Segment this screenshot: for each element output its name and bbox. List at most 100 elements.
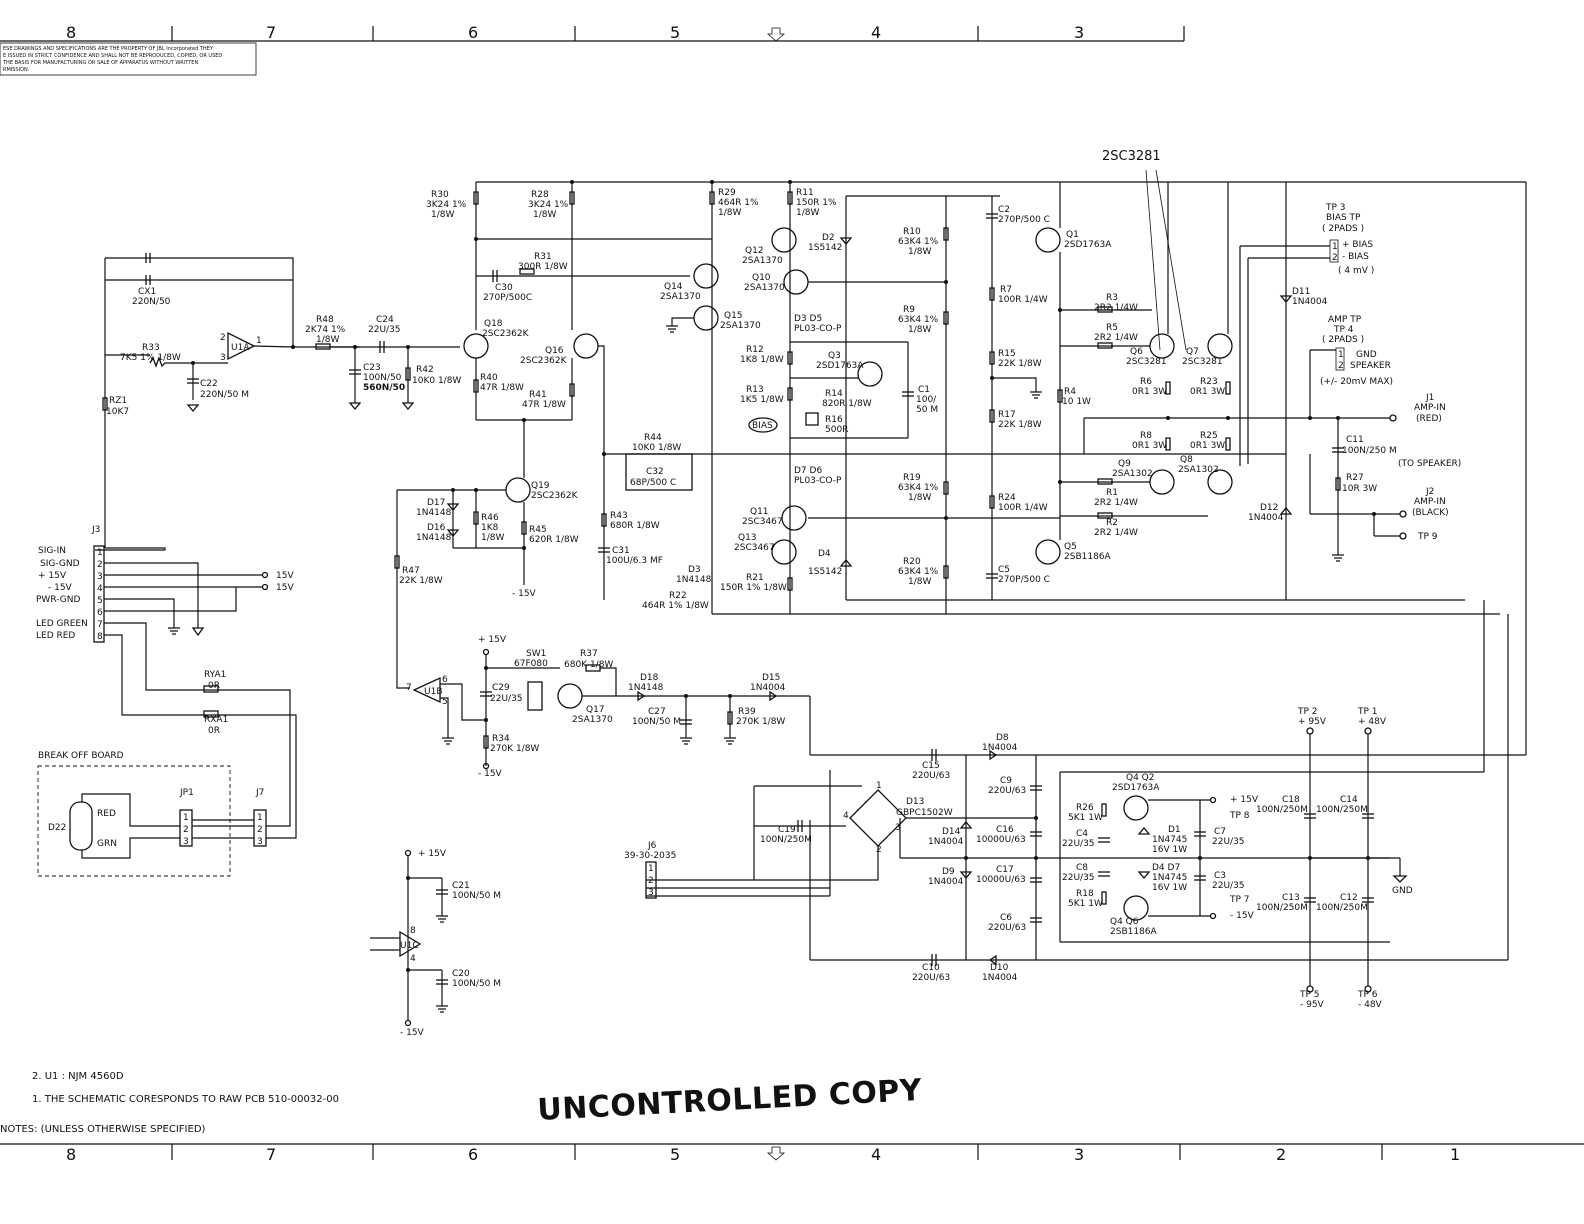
q16-transistor-symbol bbox=[573, 333, 599, 359]
bias-adjust-symbol bbox=[748, 417, 778, 433]
plus15-net: 15V bbox=[276, 571, 294, 581]
sw1-switch-symbol[interactable] bbox=[527, 681, 543, 711]
svg-text:1: 1 bbox=[97, 548, 103, 558]
svg-text:Q12: Q12 bbox=[745, 246, 764, 256]
svg-text:1/8W: 1/8W bbox=[908, 247, 931, 257]
svg-text:2SD1763A: 2SD1763A bbox=[1112, 783, 1160, 793]
zone-bottom-8: 1 bbox=[1450, 1145, 1460, 1164]
output-stage-section: C2 270P/500 C Q1 2SD1763A R7 100R 1/4W R… bbox=[986, 182, 1390, 600]
tp4-amp-label: AMP TP bbox=[1328, 315, 1362, 325]
svg-text:3: 3 bbox=[220, 353, 226, 363]
svg-text:22U/35: 22U/35 bbox=[1062, 873, 1095, 883]
svg-text:67F080: 67F080 bbox=[514, 659, 548, 669]
uncontrolled-copy-watermark: UNCONTROLLED COPY bbox=[537, 1073, 924, 1128]
zone-bottom-4: 5 bbox=[670, 1145, 680, 1164]
svg-text:R24: R24 bbox=[998, 493, 1016, 503]
d22-led-symbol bbox=[69, 801, 93, 851]
q17-transistor-symbol bbox=[557, 683, 583, 709]
svg-text:2SB1186A: 2SB1186A bbox=[1064, 552, 1112, 562]
svg-text:R15: R15 bbox=[998, 349, 1016, 359]
tp6-label: TP 6 bbox=[1357, 990, 1378, 1000]
svg-text:270K 1/8W: 270K 1/8W bbox=[736, 717, 785, 727]
prot-plus15: + 15V bbox=[478, 635, 507, 645]
svg-text:R19: R19 bbox=[903, 473, 921, 483]
tp8-rail: + 15V bbox=[1230, 795, 1259, 805]
svg-text:100N/50: 100N/50 bbox=[363, 373, 402, 383]
svg-text:270P/500C: 270P/500C bbox=[483, 293, 532, 303]
tp9-label: TP 9 bbox=[1417, 532, 1438, 542]
svg-text:C19: C19 bbox=[778, 825, 796, 835]
svg-text:Q11: Q11 bbox=[750, 507, 769, 517]
to-speaker-label: (TO SPEAKER) bbox=[1398, 459, 1461, 469]
tp2-terminal[interactable] bbox=[1306, 727, 1314, 735]
red-wire-label: RED bbox=[97, 809, 116, 819]
svg-text:Q18: Q18 bbox=[484, 319, 503, 329]
j3-plus15: + 15V bbox=[38, 571, 67, 581]
svg-text:1/8W: 1/8W bbox=[796, 208, 819, 218]
svg-text:10R 3W: 10R 3W bbox=[1342, 484, 1377, 494]
svg-text:560N/50: 560N/50 bbox=[363, 383, 405, 393]
svg-text:D15: D15 bbox=[762, 673, 780, 683]
bias-resistor-network: R10 63K4 1% 1/8W R9 63K4 1% 1/8W R19 63K… bbox=[808, 196, 1060, 614]
svg-text:2: 2 bbox=[97, 560, 103, 570]
j3-led-green: LED GREEN bbox=[36, 619, 88, 629]
svg-text:R45: R45 bbox=[529, 525, 547, 535]
j1-terminal[interactable] bbox=[1389, 414, 1397, 422]
svg-text:100N/50 M: 100N/50 M bbox=[452, 979, 501, 989]
svg-text:2SA1370: 2SA1370 bbox=[660, 292, 701, 302]
tp6-terminal[interactable] bbox=[1364, 985, 1372, 993]
r33-ref: R33 bbox=[142, 343, 160, 353]
j3-minus15: - 15V bbox=[48, 583, 73, 593]
svg-text:1N4745: 1N4745 bbox=[1152, 835, 1187, 845]
u1a-opamp-symbol bbox=[227, 331, 256, 361]
svg-text:R21: R21 bbox=[746, 573, 764, 583]
svg-text:C27: C27 bbox=[648, 707, 666, 717]
svg-text:6: 6 bbox=[442, 675, 448, 685]
svg-text:1: 1 bbox=[648, 864, 654, 874]
tp7-label: TP 7 bbox=[1229, 895, 1250, 905]
svg-text:RXA1: RXA1 bbox=[204, 715, 228, 725]
svg-text:500R: 500R bbox=[825, 425, 848, 435]
tp1-terminal[interactable] bbox=[1364, 727, 1372, 735]
tp1-label: TP 1 bbox=[1357, 707, 1378, 717]
tp7-terminal[interactable] bbox=[1209, 912, 1217, 920]
cx1-val: 220N/50 bbox=[132, 297, 171, 307]
svg-text:0R1 3W: 0R1 3W bbox=[1190, 441, 1225, 451]
tp4-pads: ( 2PADS ) bbox=[1322, 335, 1364, 345]
svg-text:R2: R2 bbox=[1106, 518, 1118, 528]
svg-text:1/8W: 1/8W bbox=[431, 210, 454, 220]
svg-text:63K4 1%: 63K4 1% bbox=[898, 237, 939, 247]
svg-text:1/8W: 1/8W bbox=[908, 325, 931, 335]
svg-text:2: 2 bbox=[257, 825, 263, 835]
tp8-terminal[interactable] bbox=[1209, 796, 1217, 804]
svg-text:C30: C30 bbox=[495, 283, 513, 293]
svg-text:1: 1 bbox=[257, 813, 263, 823]
note-2: 2. U1 : NJM 4560D bbox=[32, 1071, 124, 1082]
svg-text:2: 2 bbox=[1338, 361, 1344, 371]
power-supply-section: D8 1N4004 C15 220U/63 C9 220U/63 C19 100… bbox=[646, 600, 1526, 1010]
tp4-speaker: SPEAKER bbox=[1350, 361, 1391, 371]
svg-text:2: 2 bbox=[876, 845, 882, 855]
tp9-terminal[interactable] bbox=[1399, 532, 1407, 540]
callout-2sc3281: 2SC3281 bbox=[1102, 149, 1187, 351]
svg-text:Q4 Q6: Q4 Q6 bbox=[1110, 917, 1139, 927]
tp3-label: TP 3 bbox=[1325, 203, 1346, 213]
j6-ref: J6 bbox=[647, 841, 657, 851]
svg-text:1/8W: 1/8W bbox=[481, 533, 504, 543]
svg-text:150R 1%: 150R 1% bbox=[796, 198, 837, 208]
svg-text:1K8: 1K8 bbox=[481, 523, 499, 533]
j2-terminal[interactable] bbox=[1399, 510, 1407, 518]
svg-text:R26: R26 bbox=[1076, 803, 1094, 813]
svg-text:RYA1: RYA1 bbox=[204, 670, 226, 680]
svg-text:R37: R37 bbox=[580, 649, 598, 659]
svg-text:Q14: Q14 bbox=[664, 282, 683, 292]
svg-text:1K5 1/8W: 1K5 1/8W bbox=[740, 395, 784, 405]
svg-text:R30: R30 bbox=[431, 190, 449, 200]
q8-transistor-symbol bbox=[1207, 469, 1233, 495]
svg-text:C16: C16 bbox=[996, 825, 1014, 835]
svg-text:R34: R34 bbox=[492, 734, 510, 744]
svg-text:10 1W: 10 1W bbox=[1062, 397, 1091, 407]
svg-text:U1A: U1A bbox=[231, 343, 250, 353]
tp5-terminal[interactable] bbox=[1306, 985, 1314, 993]
opamp-supply-section: + 15V C21 100N/50 M U1C 8 4 C20 100N/50 … bbox=[370, 849, 501, 1038]
